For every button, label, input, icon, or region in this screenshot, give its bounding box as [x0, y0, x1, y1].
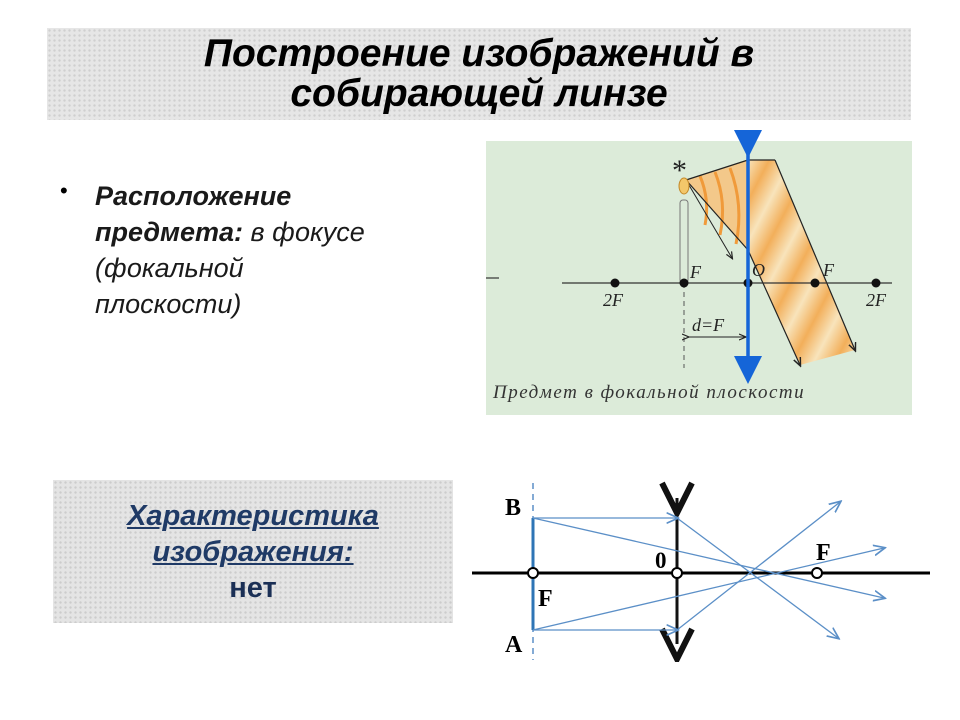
diagram-caption: Предмет в фокальной плоскости [492, 382, 805, 403]
label-b: B [505, 495, 521, 521]
label-f-left-bottom: F [538, 586, 553, 612]
point-2f-left [610, 278, 620, 288]
label-d-equals-f: d=F [692, 315, 725, 335]
position-value-3: плоскости) [95, 289, 242, 319]
label-f-right-bottom: F [816, 540, 831, 566]
bullet-marker: • [60, 178, 68, 203]
focus-left-point [527, 567, 539, 579]
label-a: A [505, 632, 523, 658]
point-f-right [810, 278, 820, 288]
lens-center-point [671, 567, 683, 579]
object-position-text: Расположение предмета: в фокусе (фокальн… [95, 178, 465, 322]
focus-right-point [811, 567, 823, 579]
position-value-1: в фокусе [250, 217, 365, 247]
position-label-1: Расположение [95, 181, 292, 211]
title-background [47, 28, 911, 120]
position-value-2: (фокальной [95, 253, 244, 283]
title-line-2: собирающей линзе [290, 72, 668, 115]
parallel-beam [748, 160, 855, 365]
position-label-2: предмета: [95, 217, 244, 247]
label-o: O [752, 260, 765, 280]
title-line-1: Построение изображений в [203, 32, 755, 75]
label-2f-right: 2F [866, 290, 887, 310]
characteristic-label-1: Характеристика [127, 499, 379, 532]
point-f-left [679, 278, 689, 288]
page-title: Построение изображений в собирающей линз… [47, 28, 911, 120]
point-2f-right [871, 278, 881, 288]
label-2f-left: 2F [603, 290, 624, 310]
characteristic-value: нет [229, 571, 277, 604]
label-f-right: F [822, 260, 835, 280]
characteristic-background [53, 480, 453, 623]
star-mark: * [672, 154, 687, 187]
label-f-left: F [689, 262, 702, 282]
label-zero: 0 [655, 548, 667, 573]
characteristic-label-2: изображения: [152, 535, 354, 568]
image-characteristic: Характеристика изображения: нет [53, 480, 453, 623]
